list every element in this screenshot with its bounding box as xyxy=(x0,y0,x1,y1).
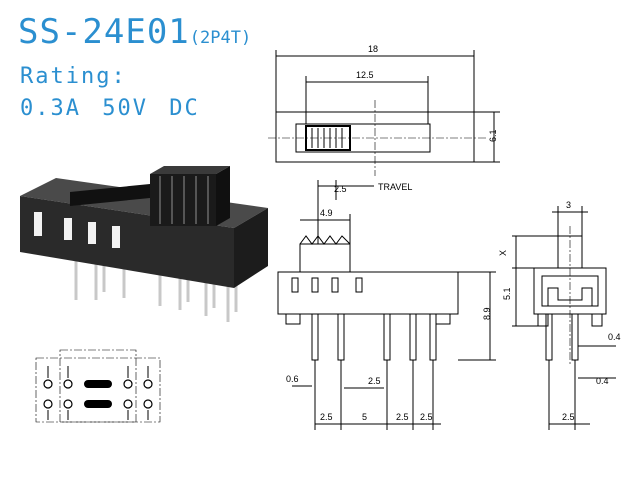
dim-top-height: 6.1 xyxy=(488,129,498,142)
rating-label: Rating: xyxy=(20,64,127,89)
dim-top-window: 12.5 xyxy=(356,70,374,80)
dim-bottom-a: 2.5 xyxy=(320,412,333,422)
front-pins xyxy=(311,313,437,361)
dim-bottom-d: 2.5 xyxy=(420,412,433,422)
dim-side-x: X xyxy=(498,250,508,256)
dim-side-body-upper: 5.1 xyxy=(502,287,512,300)
front-slots xyxy=(291,277,363,293)
front-view: 2.5 TRAVEL 4.9 8.9 0.6 2.5 2.5 5 2.5 2.5 xyxy=(277,180,496,430)
side-view: 3 X 5.1 0.4 0.4 2.5 xyxy=(498,200,621,430)
model-config: (2P4T) xyxy=(189,28,252,48)
dim-side-pin-b: 0.4 xyxy=(596,376,609,386)
dim-pin-width: 0.6 xyxy=(286,374,299,384)
dim-pitch-inner: 2.5 xyxy=(368,376,381,386)
travel-label: TRAVEL xyxy=(378,182,412,192)
schematic-contacts xyxy=(43,379,153,409)
product-body-front xyxy=(20,196,234,288)
product-body-side xyxy=(234,208,268,288)
product-slots xyxy=(34,212,120,248)
dim-side-actuator-width: 3 xyxy=(566,200,571,210)
model-number: SS-24E01 xyxy=(18,12,190,52)
dim-side-pitch: 2.5 xyxy=(562,412,575,422)
product-window xyxy=(70,184,150,206)
rating-value: 0.3A 50V DC xyxy=(20,96,200,121)
dim-body-height: 8.9 xyxy=(482,307,492,320)
dim-bottom-c: 2.5 xyxy=(396,412,409,422)
schematic-wipers xyxy=(84,380,112,408)
dim-bottom-b: 5 xyxy=(362,412,367,422)
dim-actuator: 4.9 xyxy=(320,208,333,218)
circuit-schematic xyxy=(35,349,161,423)
side-pins xyxy=(545,313,579,361)
product-actuator xyxy=(150,166,230,226)
model-title: SS-24E01(2P4T) xyxy=(18,12,251,58)
dim-side-pin-a: 0.4 xyxy=(608,332,621,342)
front-actuator xyxy=(299,235,351,272)
top-view: 18 12.5 6.1 xyxy=(268,44,500,176)
front-body xyxy=(277,271,459,315)
dim-top-width: 18 xyxy=(368,44,378,54)
schematic-arrows xyxy=(47,366,149,420)
product-photo xyxy=(20,166,268,322)
dim-travel: 2.5 xyxy=(334,184,347,194)
